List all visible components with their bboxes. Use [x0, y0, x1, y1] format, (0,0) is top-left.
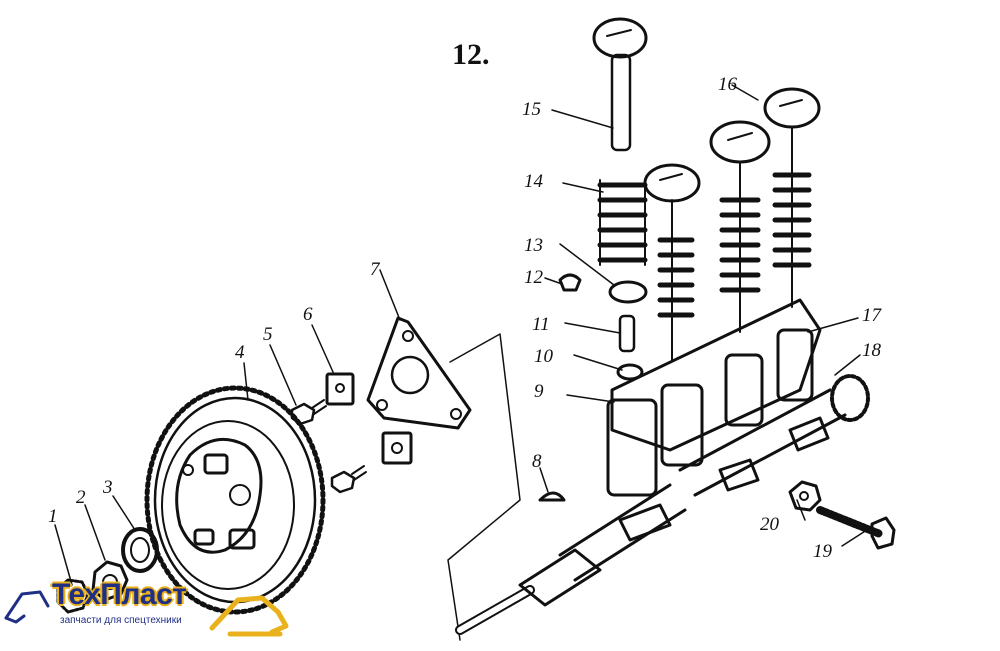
- lock-plate-part-2: [91, 560, 129, 602]
- spring-part-14: [597, 179, 648, 266]
- callout-8: 8: [532, 451, 542, 472]
- callout-13: 13: [524, 235, 543, 256]
- watermark-tagline: запчасти для спецтехники: [60, 615, 182, 626]
- bolt-part-5: [290, 399, 327, 426]
- ring-part-10: [616, 363, 644, 381]
- excavator-logo-icon: [4, 590, 289, 637]
- seat-part-13: [608, 280, 648, 304]
- callout-15: 15: [522, 99, 541, 120]
- washer-part-20: [788, 480, 822, 512]
- bolt-part-19: [816, 506, 896, 550]
- callout-6: 6: [303, 304, 313, 325]
- watermark-name: ТехПласт: [52, 578, 187, 611]
- camshaft: [455, 374, 870, 635]
- callout-2: 2: [76, 487, 86, 508]
- callout-10: 10: [534, 346, 553, 367]
- callout-1: 1: [48, 506, 58, 527]
- lock-tab-lower: [381, 431, 413, 465]
- bolt-lower: [330, 465, 367, 494]
- plunger-assembly-3: [763, 87, 821, 308]
- callout-4: 4: [235, 342, 245, 363]
- key-part-8: [538, 491, 566, 502]
- plunger-part-15: [592, 17, 648, 152]
- callout-17: 17: [862, 305, 881, 326]
- callout-14: 14: [524, 171, 543, 192]
- watermark-logo: ТехПласт запчасти для спецтехники: [0, 578, 300, 646]
- callout-7: 7: [370, 259, 380, 280]
- callout-18: 18: [862, 340, 881, 361]
- washer-part-3: [121, 527, 159, 573]
- callout-3: 3: [103, 477, 113, 498]
- callout-5: 5: [263, 324, 273, 345]
- callout-20: 20: [760, 514, 779, 535]
- plunger-assembly-2: [709, 120, 771, 333]
- flange-plate-part-7: [366, 316, 472, 430]
- figure-number: 12.: [452, 38, 490, 71]
- clip-part-12: [558, 273, 582, 292]
- callout-19: 19: [813, 541, 832, 562]
- pump-block: [606, 298, 822, 497]
- lock-tab-part-6: [325, 372, 355, 406]
- callout-11: 11: [532, 314, 550, 335]
- callout-9: 9: [534, 381, 544, 402]
- plunger-assembly-1: [643, 163, 701, 361]
- callout-16: 16: [718, 74, 737, 95]
- screw-part-11: [618, 314, 636, 353]
- callout-12: 12: [524, 267, 543, 288]
